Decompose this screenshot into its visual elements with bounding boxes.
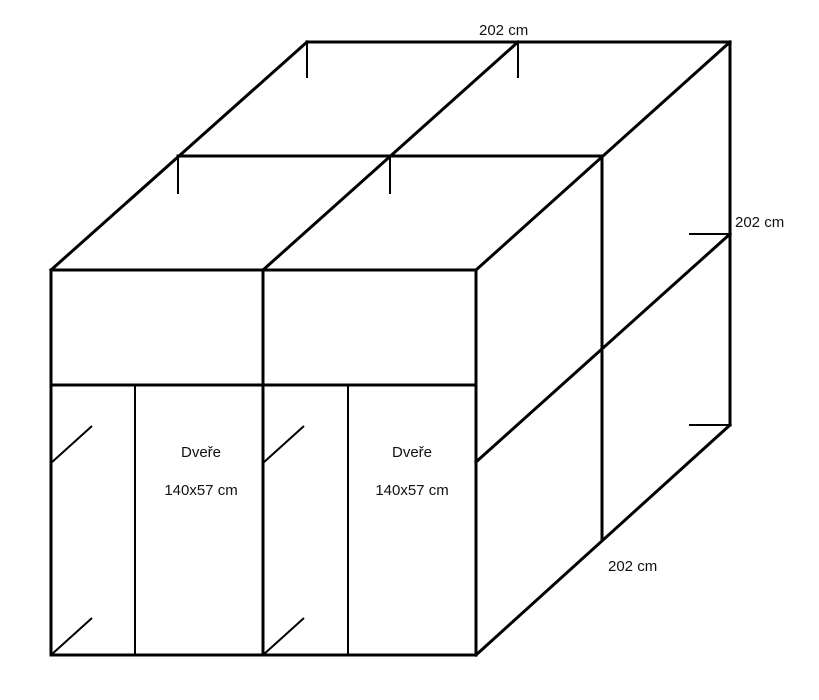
top-face: [48, 39, 733, 273]
front-face: [49, 268, 478, 657]
door-1-title: Dveře: [181, 444, 221, 461]
door-1-size: 140x57 cm: [164, 482, 237, 499]
door-2-title: Dveře: [392, 444, 432, 461]
depth-dimension-label: 202 cm: [608, 558, 657, 575]
height-dimension-label: 202 cm: [735, 214, 784, 231]
door-2-size: 140x57 cm: [375, 482, 448, 499]
side-face: [473, 40, 733, 658]
width-dimension-label: 202 cm: [479, 22, 528, 39]
